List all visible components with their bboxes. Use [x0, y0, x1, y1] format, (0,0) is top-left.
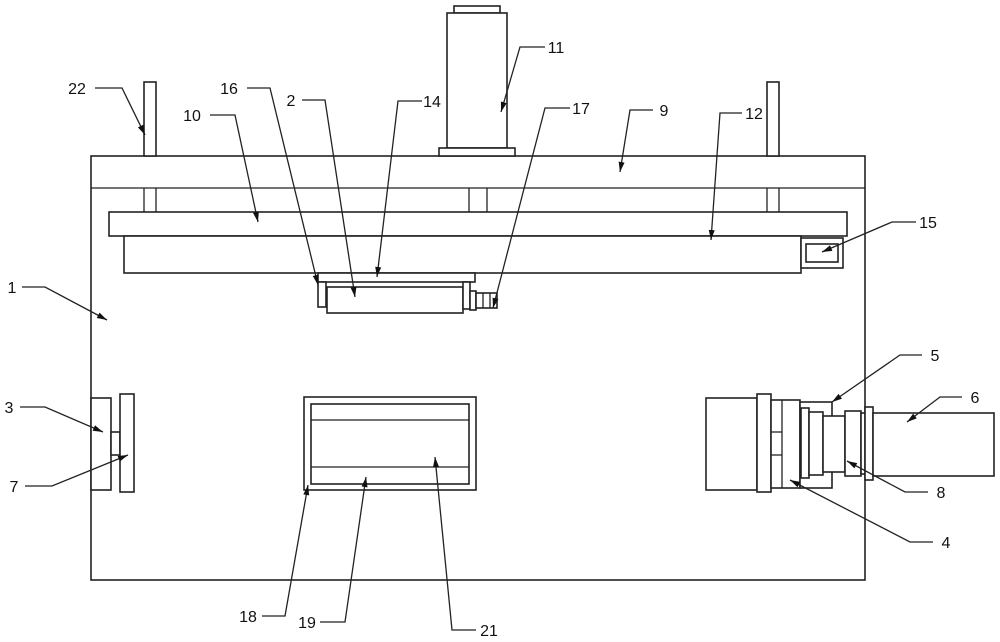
reference-label-11: 11: [548, 40, 565, 57]
beam-assembly: [109, 212, 847, 273]
reference-label-12: 12: [745, 106, 763, 123]
reference-label-16: 16: [220, 81, 238, 98]
reference-label-1: 1: [8, 280, 17, 297]
reference-label-7: 7: [10, 479, 19, 496]
reference-label-2: 2: [287, 93, 296, 110]
reference-label-9: 9: [660, 103, 669, 120]
reference-label-15: 15: [919, 215, 937, 232]
reference-label-6: 6: [971, 390, 980, 407]
reference-label-19: 19: [298, 615, 316, 632]
reference-label-4: 4: [942, 535, 951, 552]
roller-assembly: [318, 273, 497, 313]
leader-line-22: [95, 88, 145, 135]
reference-label-14: 14: [423, 94, 441, 111]
reference-label-5: 5: [931, 348, 940, 365]
reference-label-10: 10: [183, 108, 201, 125]
reference-label-3: 3: [5, 400, 14, 417]
reference-label-18: 18: [239, 609, 257, 626]
reference-label-8: 8: [937, 485, 946, 502]
reference-label-17: 17: [572, 101, 590, 118]
center-tray: [304, 397, 476, 490]
reference-label-21: 21: [480, 623, 498, 640]
reference-label-22: 22: [68, 81, 86, 98]
